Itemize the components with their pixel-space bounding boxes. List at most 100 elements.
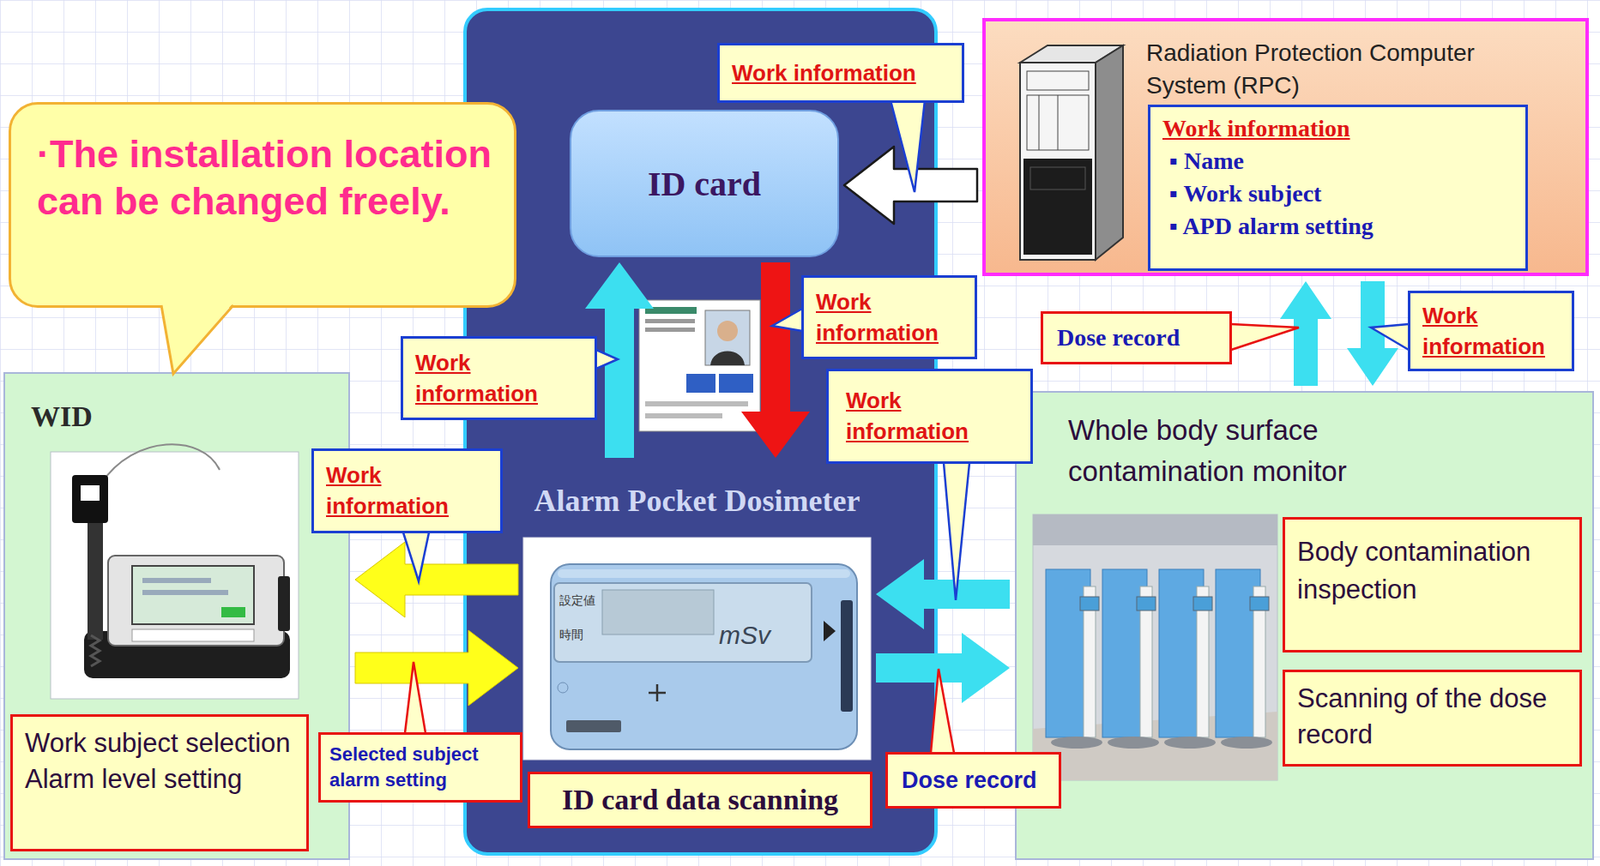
wid-device-illustration — [132, 629, 254, 642]
monitor-room-illustration — [1032, 712, 1278, 781]
dosimeter-illustration — [523, 463, 871, 761]
monitor-booth — [1253, 586, 1266, 738]
node-text: Work information — [1162, 112, 1514, 145]
node-text: ▪ Work subject — [1169, 177, 1514, 211]
edge-label: Work information — [326, 459, 472, 522]
device-marking-slot: 時間 — [559, 627, 584, 644]
flow-arrow — [875, 559, 1010, 630]
edge-label-box: Work information — [717, 42, 965, 103]
device-panel: Whole body surface contamination monitor… — [1014, 391, 1594, 861]
label-pointer — [772, 308, 804, 332]
edge-label-box: Selected subject alarm setting — [318, 732, 523, 804]
wid-device-illustration — [108, 555, 284, 647]
device-marking: 設定値 — [559, 593, 596, 610]
id-card-photo — [645, 401, 749, 407]
edge-label-box: Dose record — [1040, 311, 1232, 365]
edge-label: Work information — [731, 57, 950, 89]
wid-device-illustration — [80, 485, 100, 502]
server-illustration — [1038, 95, 1040, 151]
monitor-booth — [1159, 569, 1204, 738]
dosimeter-illustration — [550, 564, 858, 750]
device-marking: mSv — [718, 621, 771, 651]
server-illustration — [1030, 167, 1086, 190]
label-pointer — [404, 662, 426, 734]
monitor-room-illustration — [1032, 514, 1278, 781]
monitor-booth — [1215, 569, 1261, 738]
id-card-photo — [686, 374, 716, 393]
device-marking-slot: 設定値 — [559, 593, 596, 610]
monitor-booth — [1050, 736, 1103, 749]
id-card-photo — [645, 327, 695, 333]
function-box: Body contamination inspection — [1282, 517, 1582, 653]
device-panel: WID Work subject selectionAlarm level set… — [3, 372, 351, 861]
monitor-booth — [1196, 586, 1209, 738]
monitor-booth — [1080, 597, 1099, 611]
monitor-booth — [1164, 736, 1216, 749]
wid-device-illustration — [101, 444, 220, 484]
label-pointer — [403, 99, 1410, 755]
function-box: ID card data scanning — [527, 772, 873, 829]
info-box: Work information▪ Name▪ Work subject▪ AP… — [1147, 104, 1528, 272]
label-pointer — [930, 669, 954, 754]
server-illustration — [985, 21, 1586, 273]
dosimeter-picture: Alarm Pocket Dosimeter — [523, 463, 871, 761]
callout-tail — [161, 302, 234, 375]
label-pointer — [403, 531, 429, 582]
node-text: Work subject selection — [24, 725, 295, 762]
edge-label: Selected subject alarm setting — [329, 742, 506, 794]
server-illustration — [1026, 71, 1089, 91]
id-card-box: ID card — [569, 109, 840, 258]
edge-label-box: Work information — [801, 275, 978, 360]
node-text: Alarm Pocket Dosimeter — [534, 482, 861, 520]
server-illustration — [1020, 45, 1124, 63]
monitor-booth — [1045, 569, 1091, 738]
edge-label-box: Work information — [311, 448, 503, 534]
node-text: Alarm level setting — [24, 761, 295, 798]
edge-label-box: Work information — [400, 336, 598, 421]
node-text: Whole body surface contamination monitor — [1068, 410, 1455, 493]
edge-label: Work information — [845, 385, 992, 447]
monitor-room-illustration — [1016, 392, 1593, 859]
monitor-booth — [1215, 569, 1273, 749]
id-card-photo — [718, 374, 754, 393]
wid-device-illustration — [72, 475, 109, 524]
system-panel: Radiation Protection Computer System (RP… — [982, 18, 1589, 277]
label-pointer — [943, 462, 970, 601]
node-text: ▪ APD alarm setting — [1169, 210, 1514, 243]
dosimeter-illustration — [566, 720, 622, 733]
monitor-booth — [1102, 569, 1148, 738]
label-pointer — [596, 350, 618, 369]
id-card-photo — [710, 351, 745, 367]
wid-device-illustration — [87, 502, 103, 640]
id-card-photo — [645, 319, 695, 324]
monitor-room-illustration — [1032, 514, 1278, 546]
device-marking-slot: mSv — [718, 621, 771, 651]
wid-device-illustration — [142, 590, 229, 596]
wid-device-illustration — [132, 566, 254, 625]
label-pointer — [943, 463, 970, 601]
flow-arrow — [355, 630, 519, 707]
node-text: WID — [30, 399, 349, 435]
dosimeter-illustration — [840, 600, 853, 713]
edge-label: Work information — [415, 347, 562, 410]
monitor-booth — [1140, 586, 1153, 738]
wid-device-illustration — [277, 576, 290, 632]
label-pointer — [890, 100, 925, 193]
callout-bubble: ·The installation location can be change… — [8, 102, 517, 308]
server-illustration — [1057, 95, 1059, 151]
edge-label-box: Dose record — [885, 752, 1062, 810]
server-illustration — [1023, 158, 1093, 255]
label-pointer — [404, 662, 426, 735]
dosimeter-band — [464, 9, 936, 855]
label-pointer — [930, 669, 954, 755]
wid-device-illustration — [50, 452, 299, 700]
monitor-booth — [1102, 569, 1160, 749]
wid-device-illustration — [221, 607, 246, 618]
monitor-booth — [1249, 597, 1269, 611]
node-text: ▪ Name — [1169, 144, 1514, 178]
label-pointer — [1370, 324, 1409, 351]
